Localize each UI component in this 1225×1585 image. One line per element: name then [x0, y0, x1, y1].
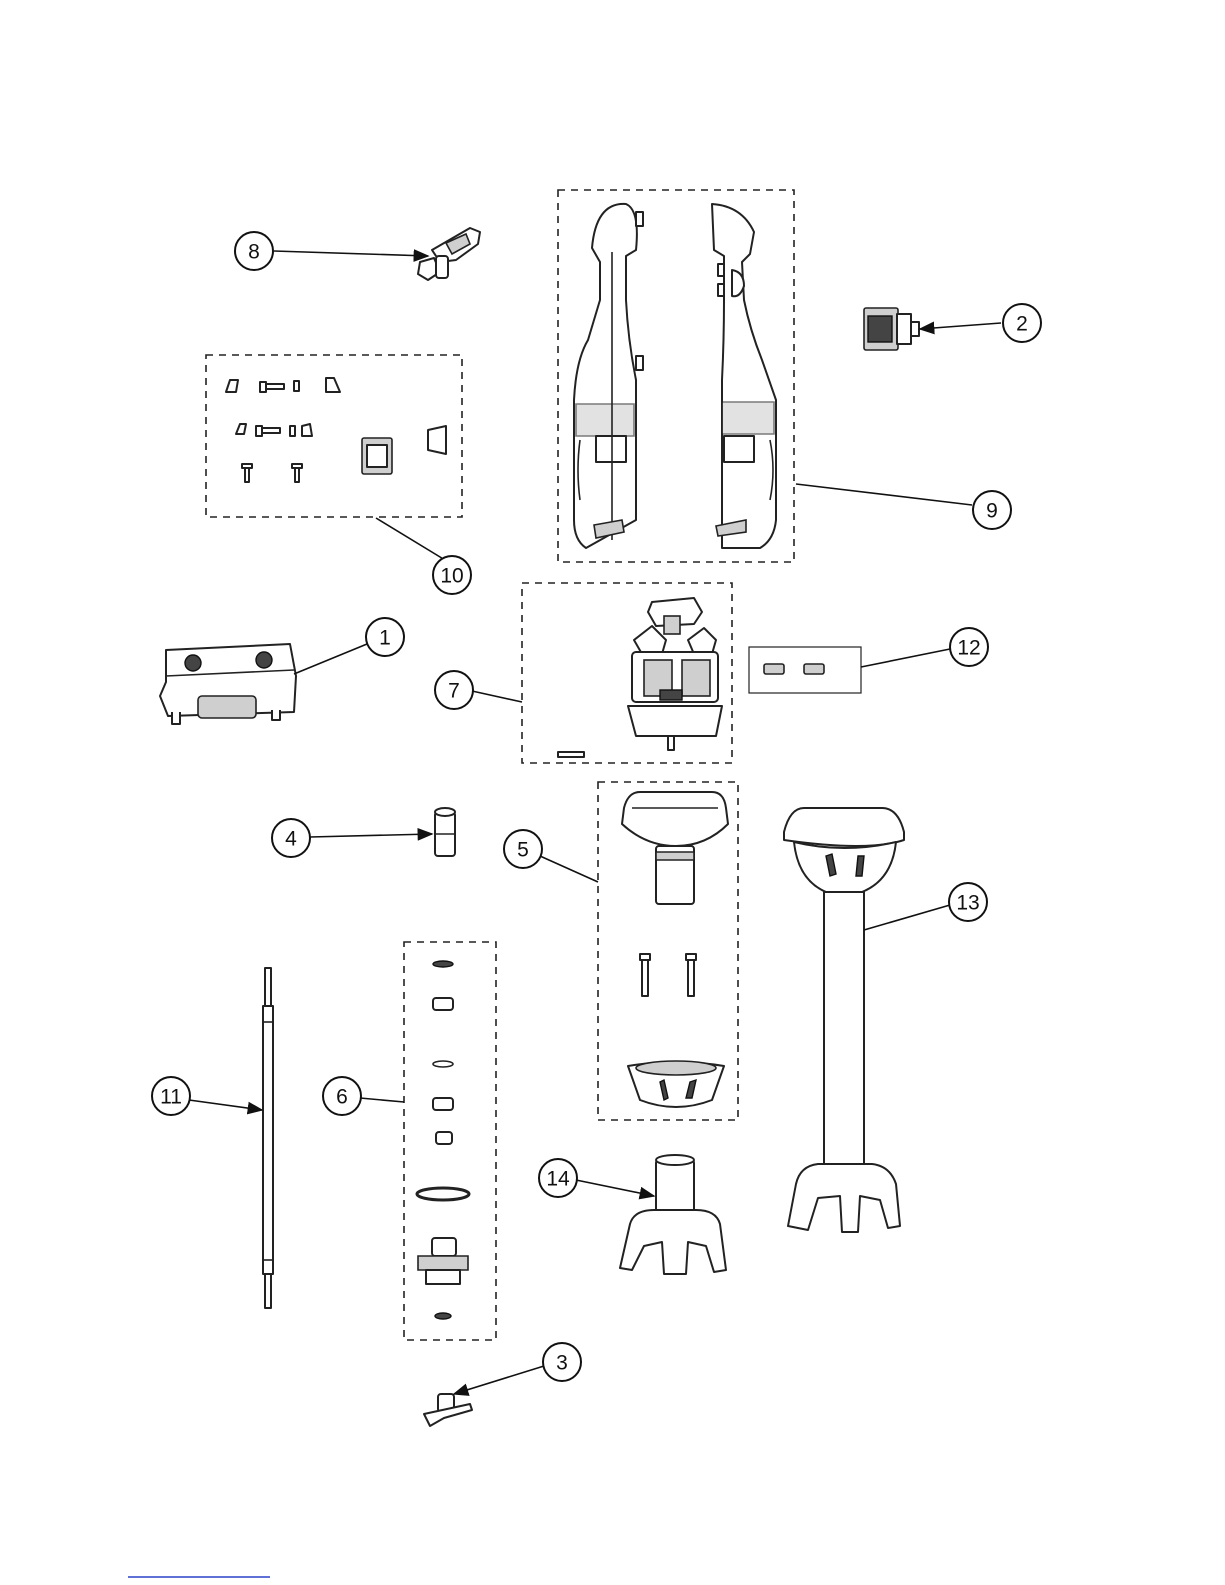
part-carbon-brushes: [764, 664, 824, 674]
part-switch-lever: [418, 228, 480, 280]
part-blade: [424, 1394, 472, 1426]
leader-13: [864, 905, 950, 930]
callout-8: 8: [235, 232, 273, 270]
svg-text:4: 4: [285, 828, 297, 851]
part-motor-assembly: [558, 598, 722, 757]
svg-text:13: 13: [956, 892, 979, 915]
callout-11: 11: [152, 1077, 190, 1115]
callout-3: 3: [543, 1343, 581, 1381]
callout-13: 13: [949, 883, 987, 921]
part-hardware-kit: [226, 378, 446, 482]
callout-6: 6: [323, 1077, 361, 1115]
svg-text:11: 11: [160, 1086, 182, 1109]
leader-9: [796, 484, 972, 505]
callout-14: 14: [539, 1159, 577, 1197]
callout-12: 12: [950, 628, 988, 666]
svg-text:7: 7: [448, 680, 460, 703]
callout-9: 9: [973, 491, 1011, 529]
leader-6: [360, 1098, 404, 1102]
svg-text:8: 8: [248, 241, 260, 264]
callout-1: 1: [366, 618, 404, 656]
svg-text:12: 12: [957, 637, 980, 660]
part-housing-right-half: [712, 204, 776, 548]
part-brush-holder-bracket: [160, 644, 296, 724]
leader-5: [540, 856, 598, 882]
svg-text:2: 2: [1016, 313, 1028, 336]
part-connector-block: [864, 308, 919, 350]
part-shaft-tube: [784, 808, 904, 1232]
leader-7: [472, 691, 522, 702]
part-blade-guard-foot: [620, 1155, 726, 1274]
leader-2: [920, 323, 1001, 329]
callout-4: 4: [272, 819, 310, 857]
leader-12: [861, 649, 950, 667]
leader-8: [274, 251, 428, 256]
part-bell-kit: [622, 792, 728, 1107]
part-coupling: [435, 808, 455, 856]
callout-10: 10: [433, 556, 471, 594]
callout-7: 7: [435, 671, 473, 709]
leader-11: [189, 1100, 262, 1110]
part-seal-kit: [417, 961, 469, 1319]
svg-text:14: 14: [546, 1168, 570, 1191]
svg-text:5: 5: [517, 839, 529, 862]
callout-5: 5: [504, 830, 542, 868]
leader-14: [576, 1180, 654, 1196]
leader-10: [376, 518, 445, 560]
part-housing-left-half: [574, 204, 643, 548]
svg-text:1: 1: [379, 627, 391, 650]
svg-text:9: 9: [986, 500, 998, 523]
leader-4: [310, 834, 432, 837]
part-drive-shaft: [263, 968, 273, 1308]
leader-1: [294, 644, 367, 674]
callout-2: 2: [1003, 304, 1041, 342]
svg-text:3: 3: [556, 1352, 568, 1375]
svg-text:6: 6: [336, 1086, 348, 1109]
leader-3: [454, 1366, 544, 1394]
svg-text:10: 10: [440, 565, 463, 588]
